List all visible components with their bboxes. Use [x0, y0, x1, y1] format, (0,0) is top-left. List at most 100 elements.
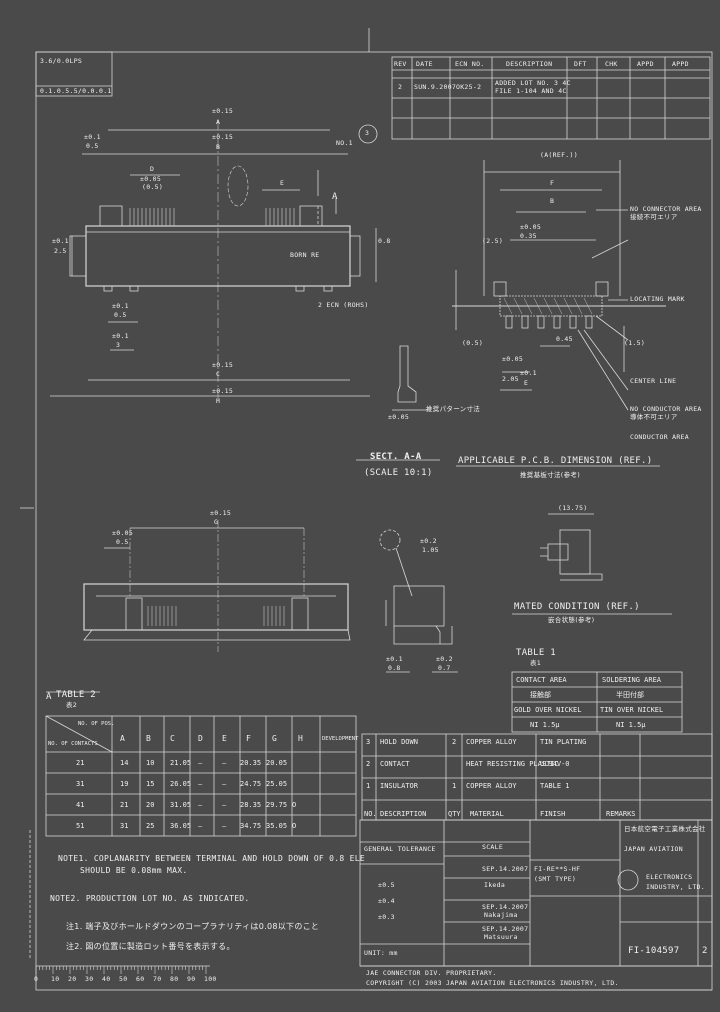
- note-center-line: CENTER LINE: [630, 377, 677, 385]
- note-no-conductor-jp: 導体不可エリア: [630, 413, 678, 421]
- table2-cell: 35.05: [266, 822, 288, 830]
- parts-header: NO.: [364, 810, 377, 818]
- mated-dim: (13.75): [558, 504, 588, 512]
- parts-cell: CONTACT: [380, 760, 410, 768]
- side-tol: ±0.2: [420, 537, 437, 545]
- lower-dim-g: G: [214, 518, 219, 526]
- dim-c-tol: ±0.15: [212, 361, 234, 369]
- table2-sub: 表2: [66, 701, 78, 709]
- ruler-label: 60: [136, 975, 145, 983]
- sect-label-035: 0.35: [520, 232, 537, 240]
- table2-cell: 15: [146, 780, 155, 788]
- table2-cell: —: [198, 759, 203, 767]
- approved-by: Matsuura: [484, 933, 518, 941]
- lower-dim-tol: ±0.15: [210, 509, 232, 517]
- pitch2: (0.5): [142, 183, 164, 191]
- no1-label: NO.1: [336, 139, 353, 147]
- table2-cell: 28.35: [240, 801, 262, 809]
- table2-cell: 26.05: [170, 780, 192, 788]
- table2-header: F: [246, 734, 251, 743]
- table2-cell: 20: [146, 801, 155, 809]
- dim-h: H: [216, 397, 221, 405]
- sect-label-f: F: [550, 179, 555, 187]
- sect-pattern-tol: ±0.05: [388, 413, 410, 421]
- ruler-label: 90: [187, 975, 196, 983]
- side-bottom-tol: ±0.1: [386, 655, 403, 663]
- bottom2-dim: 3: [116, 341, 121, 349]
- scale-label: SCALE: [482, 843, 504, 851]
- ruler-label: 100: [204, 975, 217, 983]
- corner-label-1: 3.6/0.0LPS: [40, 57, 83, 65]
- company-en3: INDUSTRY, LTD.: [646, 883, 705, 891]
- ruler-label: 30: [85, 975, 94, 983]
- table1-title: TABLE 1: [516, 648, 557, 658]
- table2-header: A: [120, 734, 125, 743]
- table2-header: E: [222, 734, 227, 743]
- note1-jp: 注1. 端子及びホールドダウンのコープラナリティは0.08以下のこと: [66, 922, 320, 931]
- table2-cell: —: [222, 822, 227, 830]
- note-conductor-area: CONDUCTOR AREA: [630, 433, 689, 441]
- note1-en: NOTE1. COPLANARITY BETWEEN TERMINAL AND …: [58, 854, 365, 863]
- table2-row-pos: 51: [76, 822, 85, 830]
- unit-label: UNIT: mm: [364, 949, 398, 957]
- table1-cell: NI 1.5μ: [530, 721, 560, 729]
- table2-header: G: [272, 734, 277, 743]
- table2-cell: —: [198, 801, 203, 809]
- ruler-label: 50: [119, 975, 128, 983]
- pcb-dimension-title: APPLICABLE P.C.B. DIMENSION (REF.): [458, 456, 653, 466]
- side-dim: 1.05: [422, 546, 439, 554]
- table2-cell: O: [292, 822, 297, 830]
- table2-cell: 20.05: [266, 759, 288, 767]
- table2-cell: 29.75: [266, 801, 288, 809]
- rev-row-rev: 2: [398, 83, 403, 91]
- side-bottom2-tol: ±0.2: [436, 655, 453, 663]
- parts-cell: INSULATOR: [380, 782, 418, 790]
- section-scale: (SCALE 10:1): [364, 468, 433, 478]
- table2-header: H: [298, 734, 303, 743]
- note-no-connector: NO CONNECTOR AREA: [630, 205, 702, 213]
- bottom-tol: ±0.1: [112, 302, 129, 310]
- note2-jp: 注2. 図の位置に製造ロット番号を表示する。: [66, 942, 235, 951]
- table2-corner-top: NO. OF POS.: [78, 721, 115, 727]
- pitch: 0.5: [86, 142, 99, 150]
- parts-cell: UL94V-0: [540, 760, 570, 768]
- table2-cell: O: [292, 801, 297, 809]
- table2-cell: —: [222, 780, 227, 788]
- ref-note: 2 ECN (ROHS): [318, 301, 369, 309]
- parts-cell: TIN PLATING: [540, 738, 587, 746]
- table2-cell: 31: [120, 822, 129, 830]
- parts-cell: 2: [366, 760, 371, 768]
- table2-cell: —: [198, 780, 203, 788]
- dim-08: 0.8: [378, 237, 391, 245]
- parts-header: FINISH: [540, 810, 566, 818]
- table2-cell: 21: [120, 801, 129, 809]
- product-type: (SMT TYPE): [534, 875, 577, 883]
- table2-row-pos: 31: [76, 780, 85, 788]
- dim-e: E: [280, 179, 285, 187]
- company-en1: JAPAN AVIATION: [624, 845, 683, 853]
- company-jp: 日本航空電子工業株式会社: [624, 825, 706, 833]
- rev-header-ecn: ECN NO.: [455, 60, 485, 68]
- drawn-date: SEP.14.2007: [482, 865, 529, 873]
- note-no-conductor: NO CONDUCTOR AREA: [630, 405, 702, 413]
- left-dim: 2.5: [54, 247, 67, 255]
- table2-title: TABLE 2: [56, 690, 97, 700]
- approved-date: SEP.14.2007: [482, 925, 529, 933]
- mated-sub: 嵌合状態(参考): [548, 616, 595, 624]
- table2-cell: —: [222, 759, 227, 767]
- ruler-label: 70: [153, 975, 162, 983]
- section-marker-a2: A: [46, 692, 52, 702]
- section-title: SECT. A-A: [370, 452, 422, 462]
- table2-cell: 19: [120, 780, 129, 788]
- table2-cell: 21.05: [170, 759, 192, 767]
- note2-en: NOTE2. PRODUCTION LOT NO. AS INDICATED.: [50, 894, 250, 903]
- corner-label-2: 0.1.0.5.5/0.0.0.1: [40, 87, 112, 95]
- table2-row-pos: 41: [76, 801, 85, 809]
- rev-row-date: SUN.9.2007: [414, 83, 457, 91]
- pcb-dimension-sub: 推奨基板寸法(参考): [520, 471, 581, 479]
- parts-cell: HOLD DOWN: [380, 738, 418, 746]
- tol-1: ±0.3: [378, 913, 395, 921]
- lower-left-dim: 0.5: [116, 538, 129, 546]
- bottom2-tol: ±0.1: [112, 332, 129, 340]
